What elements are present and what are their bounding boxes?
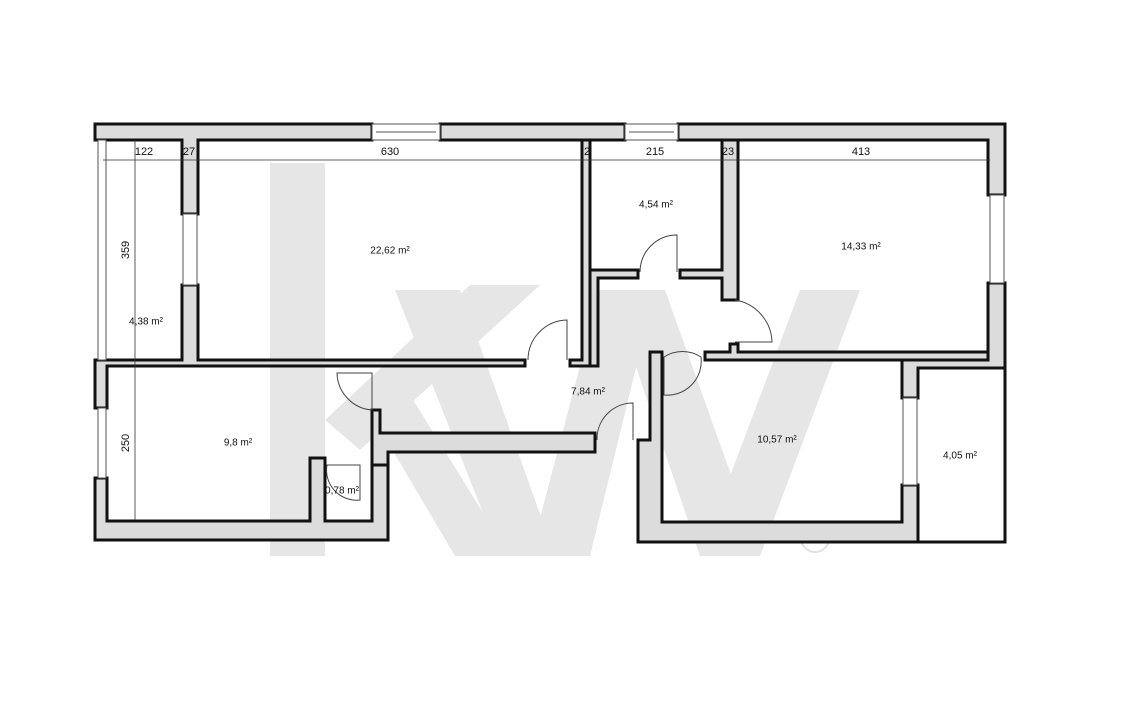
dimension-215: 215 [645, 146, 665, 158]
doors [326, 234, 773, 501]
dimension-630: 630 [380, 146, 400, 158]
dimension-359: 359 [120, 240, 132, 260]
room-area-bedroom-right: 14,33 m² [841, 241, 881, 253]
room-area-bedroom-left: 9,8 m² [223, 437, 253, 449]
room-area-wc: 0,78 m² [325, 485, 359, 497]
room-area-storage: 4,54 m² [639, 199, 673, 211]
room-area-bedroom-small: 10,57 m² [757, 434, 797, 446]
room-area-balcony-left: 4,38 m² [129, 316, 163, 328]
room-area-living-room: 22,62 m² [370, 245, 410, 257]
dimension-2: 2 [583, 146, 591, 158]
dimension-23: 23 [721, 146, 735, 158]
dimension-lines [103, 140, 990, 520]
windows [97, 123, 1005, 486]
dimension-122: 122 [134, 146, 154, 158]
dimension-27: 27 [182, 146, 196, 158]
dimension-250: 250 [120, 433, 132, 453]
room-area-balcony-right: 4,05 m² [943, 450, 977, 462]
walls [93, 122, 1007, 544]
dimension-413: 413 [851, 146, 871, 158]
room-area-hallway: 7,84 m² [571, 386, 605, 398]
